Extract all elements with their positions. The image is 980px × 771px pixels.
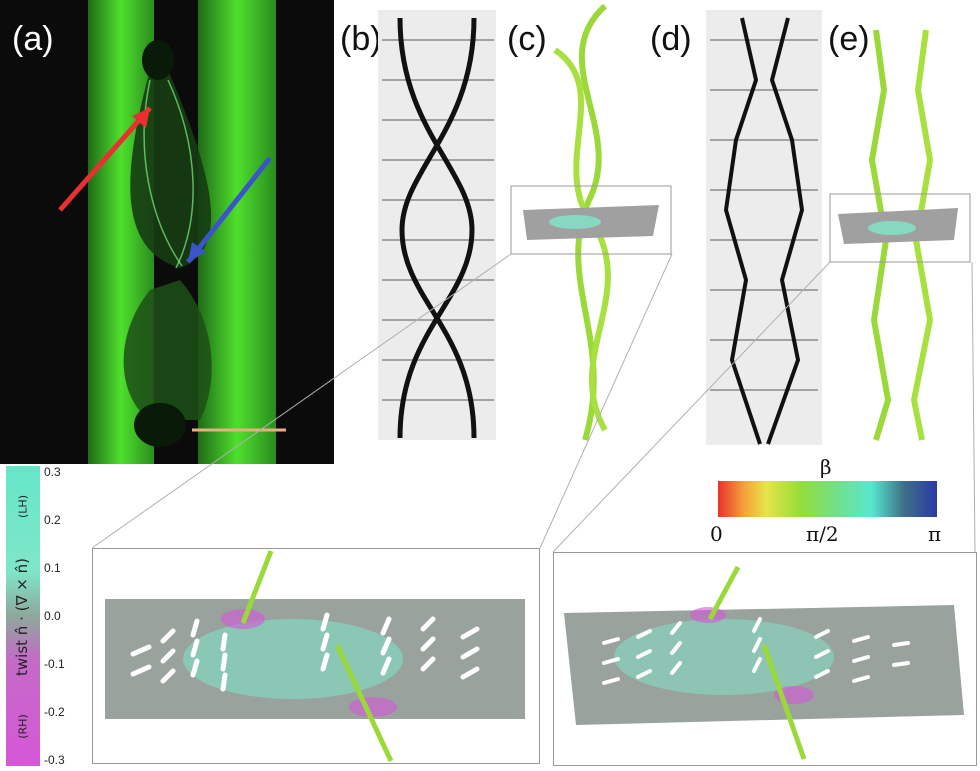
micrograph-panel: (a) (0, 0, 334, 464)
blue-arrow (186, 156, 272, 264)
inset-plane-right (564, 565, 964, 760)
panel-label-e: (e) (828, 20, 870, 58)
panel-label-c: (c) (507, 20, 547, 58)
twist-colorbar (6, 466, 40, 766)
twist-tick: 0.1 (44, 561, 61, 575)
zoom-inset-left (92, 548, 540, 764)
beta-tick: 0 (710, 522, 723, 546)
director-field-d (706, 10, 822, 445)
twist-tick: -0.3 (44, 753, 65, 767)
twist-tick: 0.2 (44, 513, 61, 527)
twist-tick: 0.3 (44, 465, 61, 479)
inset-plane-left (105, 550, 525, 763)
lh-label: (LH) (16, 495, 30, 518)
micrograph-image (0, 0, 334, 464)
red-arrow (58, 106, 152, 212)
beta-tick: π (928, 522, 942, 546)
panel-label-d: (d) (650, 20, 692, 58)
defect-lines-c (510, 3, 672, 441)
twist-tick: -0.2 (44, 705, 65, 719)
twist-tick: -0.1 (44, 657, 65, 671)
twist-axis-label: twist n̂ · (∇ × n̂) (13, 558, 31, 676)
panel-label-b: (b) (340, 20, 382, 58)
twist-tick: 0.0 (44, 609, 61, 623)
defect-lines-e (829, 29, 971, 441)
beta-title: β (820, 455, 832, 479)
rh-label: (RH) (16, 714, 30, 739)
zoom-inset-right (553, 552, 977, 766)
beta-tick: π/2 (806, 522, 839, 546)
director-field-b (378, 10, 496, 440)
beta-colorbar (718, 481, 937, 517)
panel-label-a: (a) (12, 20, 54, 58)
